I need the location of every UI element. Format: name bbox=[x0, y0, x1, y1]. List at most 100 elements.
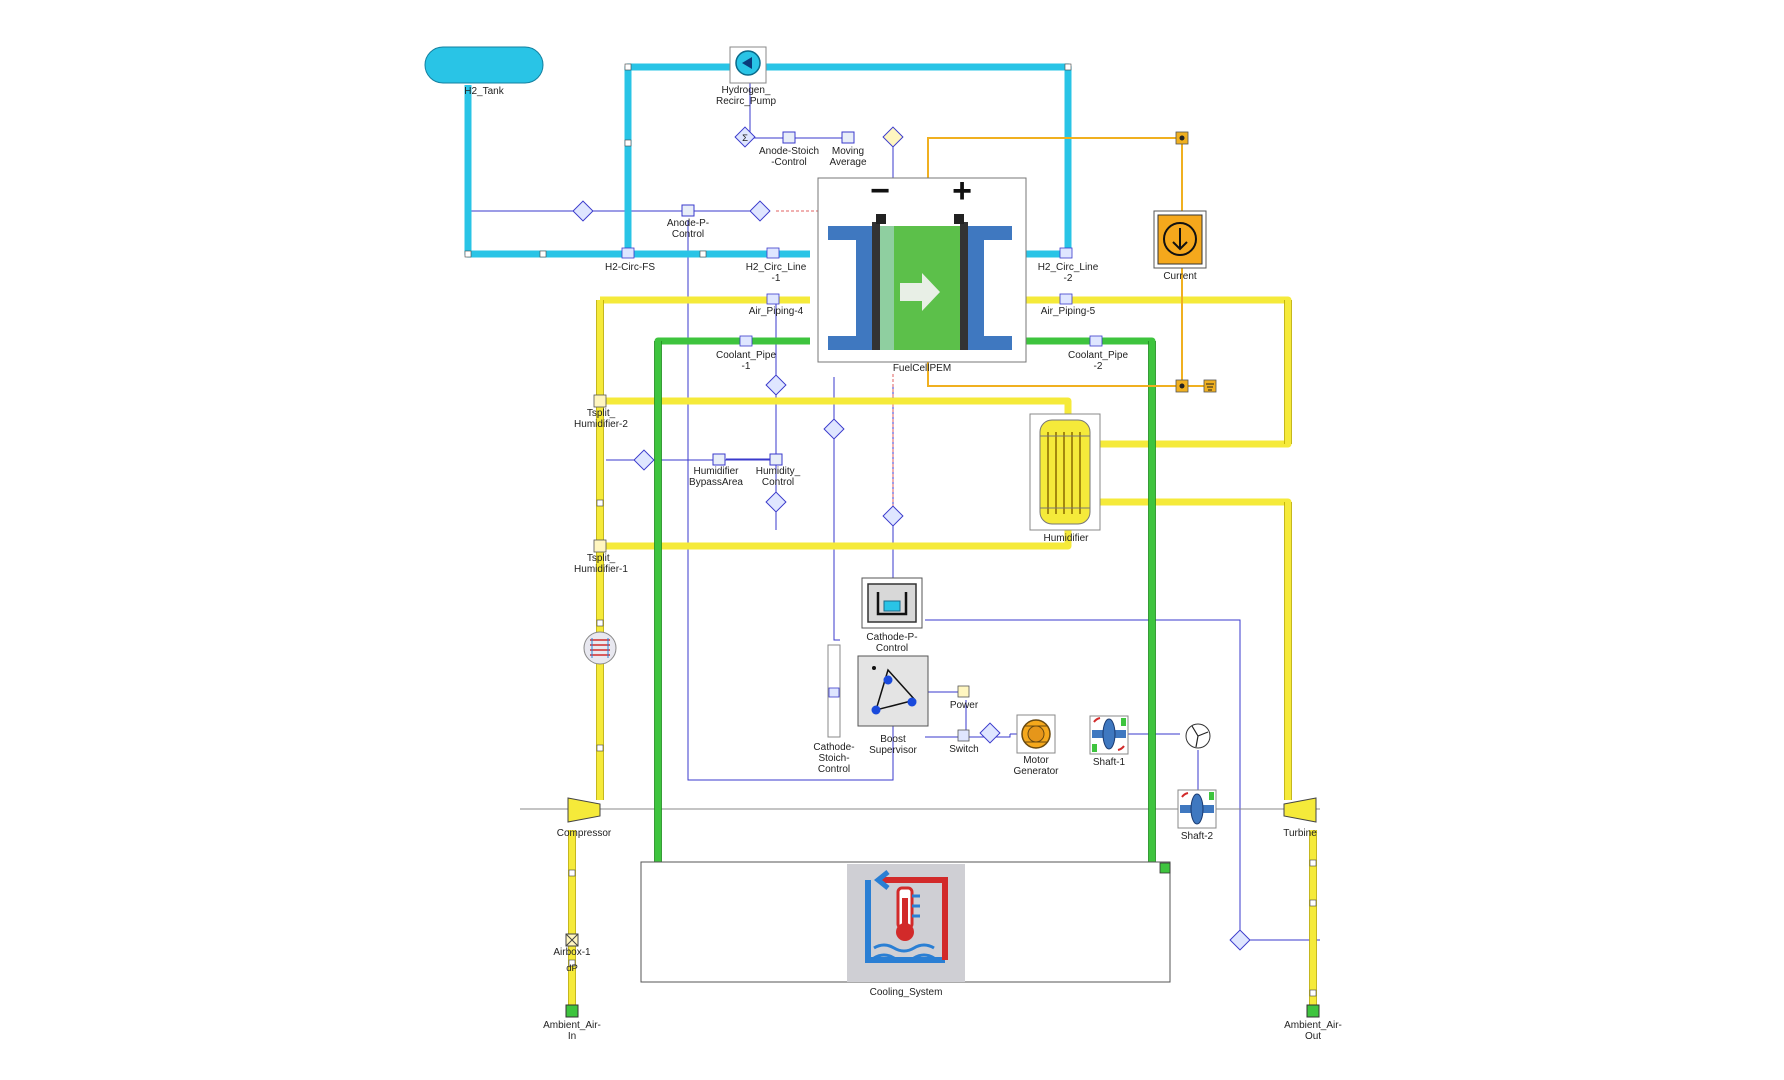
shaft-1[interactable]: Shaft-1 bbox=[1089, 715, 1129, 768]
cathode-p-label-2: Control bbox=[876, 643, 908, 654]
pipe-segments: H2-Circ-FS H2_Circ_Line -1 H2_Circ_Line … bbox=[605, 247, 1128, 372]
h2-circ-line-1[interactable]: H2_Circ_Line -1 bbox=[746, 247, 807, 284]
cathode-p-diamond[interactable] bbox=[882, 505, 904, 527]
switch-block[interactable]: Switch bbox=[949, 729, 979, 755]
coolant-pipe2-label-2: -2 bbox=[1094, 361, 1103, 372]
h2-circ-fs[interactable]: H2-Circ-FS bbox=[605, 247, 655, 273]
fuel-cell-stack[interactable]: − + FuelCellPEM bbox=[817, 172, 1027, 374]
fan-icon bbox=[1191, 725, 1209, 748]
hum-bypass-label-1: Humidifier bbox=[693, 466, 739, 477]
h2-signal-diamond-left[interactable] bbox=[572, 200, 594, 222]
compressor-icon bbox=[567, 797, 601, 823]
electric-nodes bbox=[1175, 131, 1217, 393]
moving-average[interactable]: Moving Average bbox=[829, 131, 867, 168]
power-block[interactable]: Power bbox=[950, 685, 979, 711]
air-piping-4[interactable]: Air_Piping-4 bbox=[749, 293, 804, 317]
shaft1-label: Shaft-1 bbox=[1093, 757, 1126, 768]
cathode-stoich-diamond[interactable] bbox=[823, 418, 845, 440]
shaft-2[interactable]: Shaft-2 bbox=[1177, 789, 1217, 842]
fuel-cell-stack-icon bbox=[828, 214, 1012, 350]
compressor-label: Compressor bbox=[557, 828, 612, 839]
hum-bypass-label-2: BypassArea bbox=[689, 477, 743, 488]
airbox[interactable]: Airbox-1 dP bbox=[553, 933, 591, 974]
boost-supervisor[interactable]: Boost Supervisor bbox=[857, 655, 929, 756]
humidifier[interactable]: Humidifier bbox=[1029, 413, 1101, 544]
power-label: Power bbox=[950, 700, 979, 711]
anode-stoich-control[interactable]: Anode-Stoich -Control bbox=[759, 131, 819, 168]
ambient-air-out[interactable]: Ambient_Air- Out bbox=[1284, 1004, 1342, 1042]
ambient-air-in[interactable]: Ambient_Air- In bbox=[543, 1004, 601, 1042]
tsplit2-label-2: Humidifier-2 bbox=[574, 419, 628, 430]
moving-avg-label-2: Average bbox=[829, 157, 867, 168]
anode-p-label-2: Control bbox=[672, 229, 704, 240]
boost-label-1: Boost bbox=[880, 734, 906, 745]
fan[interactable] bbox=[1185, 723, 1211, 749]
cathode-stoich-control[interactable]: Cathode- Stoich- Control bbox=[813, 644, 855, 775]
air-piping-4-label: Air_Piping-4 bbox=[749, 306, 804, 317]
cathode-pressure-control-icon bbox=[867, 583, 917, 623]
svg-text:Σ: Σ bbox=[742, 133, 748, 144]
turbine-diamond[interactable] bbox=[1229, 929, 1251, 951]
motor-generator[interactable]: Motor Generator bbox=[1013, 714, 1059, 777]
moving-avg-label-1: Moving bbox=[832, 146, 864, 157]
humidifier-label: Humidifier bbox=[1043, 533, 1089, 544]
turbine-icon bbox=[1283, 797, 1317, 823]
shaft-icon bbox=[1092, 717, 1126, 752]
cooling-label: Cooling_System bbox=[870, 987, 943, 998]
coolant-lines bbox=[654, 337, 1156, 866]
tsplit-humidifier-1[interactable]: Tsplit_ Humidifier-1 bbox=[574, 539, 628, 575]
coolant-pipe-1[interactable]: Coolant_Pipe -1 bbox=[716, 335, 776, 372]
boost-label-2: Supervisor bbox=[869, 745, 917, 756]
fuelcell-label: FuelCellPEM bbox=[893, 363, 951, 374]
shaft-icon bbox=[1180, 792, 1214, 825]
hum-control-label-1: Humidity_ bbox=[756, 466, 801, 477]
coolant-diamond[interactable] bbox=[765, 374, 787, 396]
hydrogen-recirc-pump[interactable]: Hydrogen_ Recirc_Pump bbox=[716, 46, 776, 107]
cooling-system[interactable]: Cooling_System bbox=[640, 861, 1171, 998]
air-line-markers bbox=[568, 499, 1317, 997]
anode-stoich-label-2: -Control bbox=[771, 157, 807, 168]
humidity-control[interactable]: Humidity_ Control bbox=[756, 453, 801, 488]
anode-stoich-label-1: Anode-Stoich bbox=[759, 146, 819, 157]
coolant-pipe-2[interactable]: Coolant_Pipe -2 bbox=[1068, 335, 1128, 372]
humidity-diamond-left[interactable] bbox=[633, 449, 655, 471]
h2-circ-line-2[interactable]: H2_Circ_Line -2 bbox=[1038, 247, 1099, 284]
anode-p-control[interactable]: Anode-P- Control bbox=[667, 204, 709, 240]
tank-icon bbox=[424, 46, 544, 84]
anode-stoich-diamond[interactable]: Σ bbox=[734, 126, 756, 148]
humidity-diamond-lower[interactable] bbox=[765, 491, 787, 513]
coolant-pipe2-label-1: Coolant_Pipe bbox=[1068, 350, 1128, 361]
switch-label: Switch bbox=[949, 744, 978, 755]
turbine[interactable]: Turbine bbox=[1283, 797, 1317, 839]
moving-average-diamond[interactable] bbox=[882, 126, 904, 148]
turbine-label: Turbine bbox=[1283, 828, 1317, 839]
motor-generator-icon bbox=[1021, 719, 1051, 749]
tsplit-humidifier-2[interactable]: Tsplit_ Humidifier-2 bbox=[574, 394, 628, 430]
hum-control-label-2: Control bbox=[762, 477, 794, 488]
intercooler[interactable] bbox=[583, 631, 617, 665]
coolant-pipe1-label-1: Coolant_Pipe bbox=[716, 350, 776, 361]
h2-circ-fs-label: H2-Circ-FS bbox=[605, 262, 655, 273]
cathode-p-control[interactable]: Cathode-P- Control bbox=[861, 577, 923, 654]
switch-diamond[interactable] bbox=[979, 722, 1001, 744]
h2-signal-diamond-right[interactable] bbox=[749, 200, 771, 222]
h2-circ-line1-label-2: -1 bbox=[772, 273, 781, 284]
h2-tank-label: H2_Tank bbox=[464, 86, 504, 97]
air-piping-5[interactable]: Air_Piping-5 bbox=[1041, 293, 1096, 317]
compressor[interactable]: Compressor bbox=[557, 797, 612, 839]
h2-circ-line1-label-1: H2_Circ_Line bbox=[746, 262, 807, 273]
air-piping-5-label: Air_Piping-5 bbox=[1041, 306, 1096, 317]
ambient-in-label-2: In bbox=[568, 1031, 576, 1042]
current-source[interactable]: Current bbox=[1153, 210, 1207, 282]
ambient-out-label-2: Out bbox=[1305, 1031, 1321, 1042]
coolant-pipe1-label-2: -1 bbox=[742, 361, 751, 372]
cathode-stoich-label-3: Control bbox=[818, 764, 850, 775]
h2-tank[interactable]: H2_Tank bbox=[424, 46, 544, 97]
h2-circ-line2-label-2: -2 bbox=[1064, 273, 1073, 284]
humidifier-bypass-area[interactable]: Humidifier BypassArea bbox=[689, 453, 743, 488]
tsplit1-label-2: Humidifier-1 bbox=[574, 564, 628, 575]
stack-plus-sign: + bbox=[952, 172, 972, 210]
pump-label-1: Hydrogen_ bbox=[722, 85, 771, 96]
